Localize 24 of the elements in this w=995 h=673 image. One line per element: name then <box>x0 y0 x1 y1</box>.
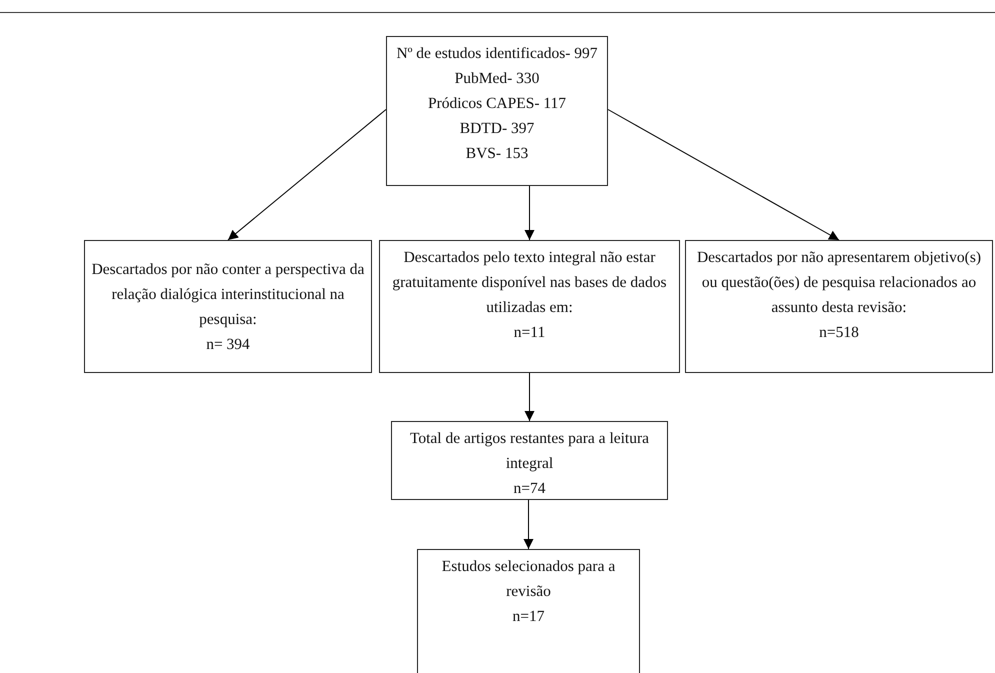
arrow <box>524 372 534 422</box>
process-box <box>391 421 668 500</box>
box-text: n=74 <box>514 479 546 499</box>
process-box <box>379 240 680 373</box>
box-text: PubMed- 330 <box>454 69 540 89</box>
arrow <box>524 186 534 240</box>
arrow <box>524 500 534 550</box>
box-text: Descartados por não apresentarem objetivo(s) ou questão(ões) de pesquisa relacionados ao assunto desta revisão: <box>696 248 982 318</box>
arrow <box>228 109 386 240</box>
process-box <box>386 36 608 186</box>
box-text: n=17 <box>512 607 544 627</box>
box-text: BDTD- 397 <box>460 119 534 139</box>
box-text: n= 394 <box>206 334 250 354</box>
box-text: n=11 <box>514 323 546 343</box>
process-box <box>84 240 372 373</box>
process-box <box>417 549 640 673</box>
box-text: Nº de estudos identificados- 997 <box>396 44 598 64</box>
box-text: Pródicos CAPES- 117 <box>428 94 566 114</box>
arrow <box>608 109 840 240</box>
box-text: n=518 <box>819 323 859 343</box>
box-text: Descartados por não conter a perspectiva da relação dialógica interinstitucional na pesquisa: <box>90 260 366 330</box>
process-box <box>685 240 993 373</box>
box-text: BVS- 153 <box>466 144 528 164</box>
box-text: Descartados pelo texto integral não estar gratuitamente disponível nas bases de dados utilizadas em: <box>391 248 668 318</box>
